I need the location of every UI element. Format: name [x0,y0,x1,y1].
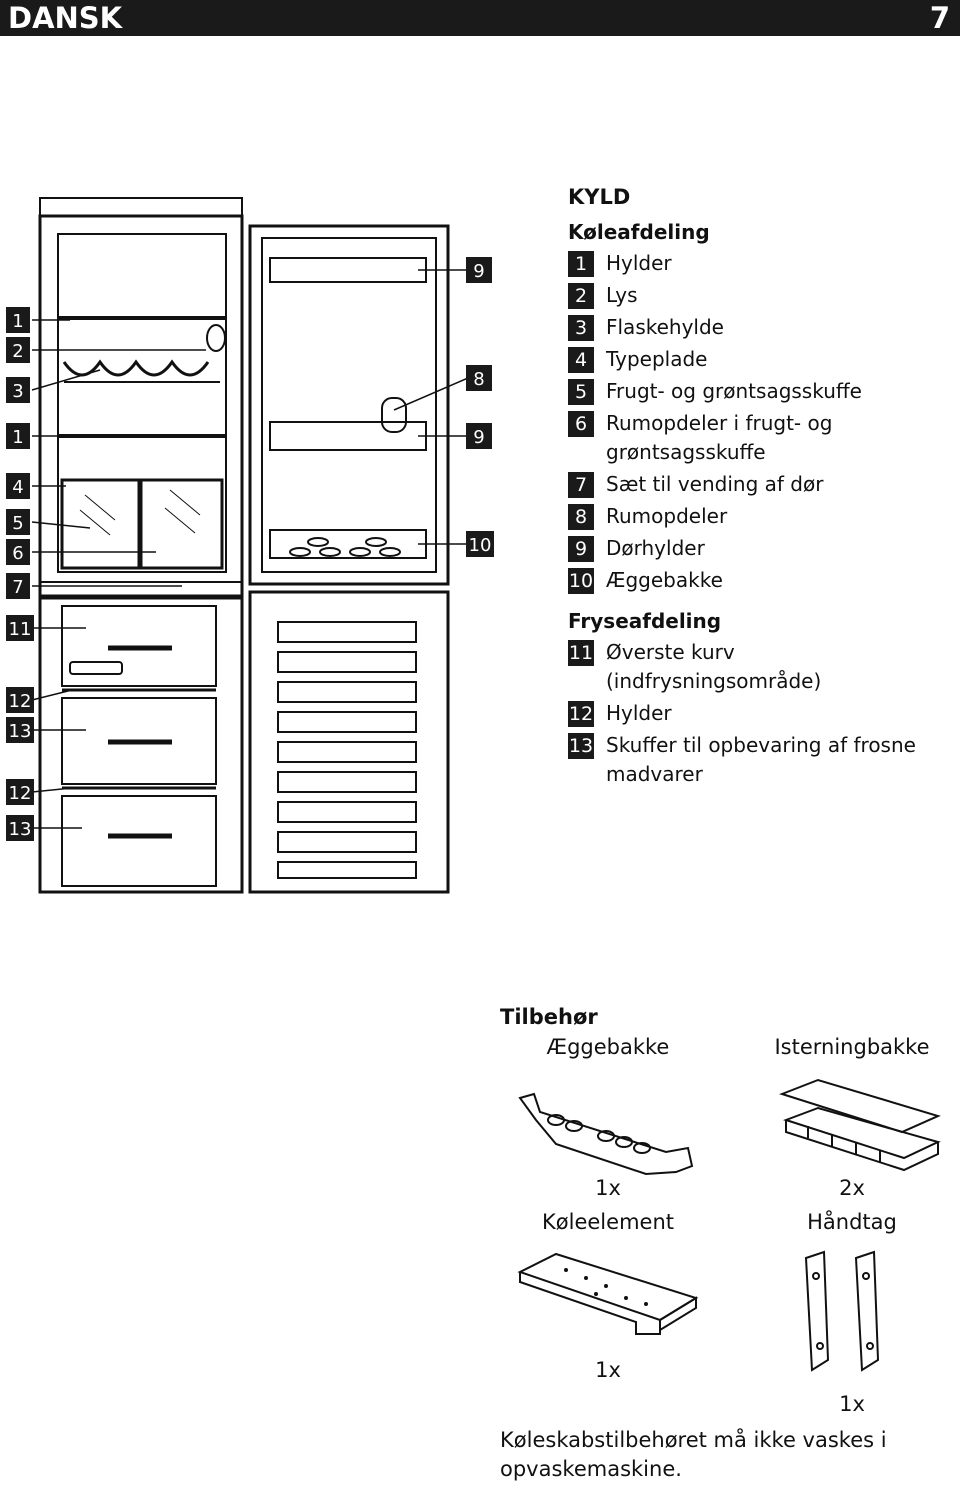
callout-6: 6 [12,543,23,564]
legend-title: KYLD [568,185,631,209]
egg-tray-label: Æggebakke [546,1035,670,1059]
legend-number-badge: 4 [568,347,594,373]
cooling-element-qty: 1x [595,1358,621,1382]
legend-item-text: Dørhylder [606,536,705,560]
handle-qty: 1x [839,1392,865,1416]
left-callouts [6,307,34,841]
fridge-interior [57,233,227,573]
legend-item: 11 Øverste kurv (indfrysningsområde) [568,638,948,696]
light-icon [206,324,226,352]
callout-4: 4 [12,477,23,498]
freezer-door [248,590,450,894]
rating-plate [69,661,123,675]
callout-7: 7 [12,577,23,598]
egg-tray-door [269,529,427,559]
legend-item-text: Lys [606,283,638,307]
legend-number-badge: 1 [568,251,594,277]
legend-item: 3 Flaskehylde [568,313,948,342]
callout-9a: 9 [473,261,484,282]
legend-item: 9 Dørhylder [568,534,948,563]
legend-number-badge: 3 [568,315,594,341]
legend-item-text: Æggebakke [606,568,723,592]
door-shelf-top [269,257,427,283]
callout-13b: 13 [9,819,32,840]
cabinet-top [39,197,243,217]
washing-note: Køleskabstilbehøret må ikke vaskes i opv… [500,1428,887,1481]
handle-icon [804,1250,880,1372]
fridge-items: 1 Hylder 2 Lys 3 Flaskehylde 4 Typeplade 5 Frugt-… [568,249,948,595]
bottle-rack [62,359,210,377]
callout-10: 10 [469,535,492,556]
freezer-drawer-1 [61,697,217,785]
ice-tray-label: Isterningbakke [774,1035,930,1059]
legend-number-badge: 9 [568,536,594,562]
legend-item: 7 Sæt til vending af dør [568,470,948,499]
cooling-element-icon [517,1252,699,1335]
legend-item-text: Hylder [606,701,672,725]
legend-item: 4 Typeplade [568,345,948,374]
fridge-door [248,224,450,586]
page-header [0,0,960,36]
language-label: DANSK [8,1,123,35]
legend-item-text: Rumopdeler i frugt- og grøntsagsskuffe [606,411,833,464]
legend-item-text: Skuffer til opbevaring af frosne madvare… [606,733,916,786]
callout-1a: 1 [12,311,23,332]
legend-item: 5 Frugt- og grøntsagsskuffe [568,377,948,406]
callout-13a: 13 [9,721,32,742]
legend-item: 12 Hylder [568,699,948,728]
legend-number-badge: 11 [568,640,594,666]
freezer-section-title: Fryseafdeling [568,609,722,633]
legend-item-text: Frugt- og grøntsagsskuffe [606,379,862,403]
freezer-basket [61,605,217,687]
legend-item-text: Flaskehylde [606,315,724,339]
legend-item-text: Sæt til vending af dør [606,472,824,496]
legend-item-text: Hylder [606,251,672,275]
fridge-cabinet [38,214,244,598]
egg-tray-icon [518,1092,694,1176]
legend-item: 2 Lys [568,281,948,310]
fridge-section-title: Køleafdeling [568,220,710,244]
callout-5: 5 [12,513,23,534]
legend-item-text: Typeplade [606,347,708,371]
egg-tray-qty: 1x [595,1176,621,1200]
legend-item-text: Rumopdeler [606,504,728,528]
callout-8: 8 [473,369,484,390]
ice-tray-qty: 2x [839,1176,865,1200]
legend-number-badge: 12 [568,701,594,727]
callout-2: 2 [12,341,23,362]
callout-3: 3 [12,381,23,402]
handle-label: Håndtag [807,1210,897,1234]
page-number: 7 [929,1,950,35]
legend-number-badge: 6 [568,411,594,437]
legend-number-badge: 2 [568,283,594,309]
callout-9b: 9 [473,427,484,448]
door-divider [381,397,407,433]
door-shelf-middle [269,421,427,451]
legend-number-badge: 10 [568,568,594,594]
callout-11: 11 [9,619,32,640]
legend-item: 13 Skuffer til opbevaring af frosne madva… [568,731,948,789]
callout-12b: 12 [9,783,32,804]
callout-1b: 1 [12,427,23,448]
legend-item: 1 Hylder [568,249,948,278]
legend-number-badge: 7 [568,472,594,498]
freezer-drawer-2 [61,795,217,887]
legend-item: 10 Æggebakke [568,566,948,595]
cooling-element-label: Køleelement [542,1210,674,1234]
legend-item-text: Øverste kurv (indfrysningsområde) [606,640,822,693]
legend-item: 6 Rumopdeler i frugt- og grøntsagsskuffe [568,409,948,467]
fridge-diagram: 1 2 3 1 4 5 6 7 11 12 13 12 13 9 8 9 10 [6,197,494,894]
ice-tray-icon [778,1078,941,1172]
legend-item: 8 Rumopdeler [568,502,948,531]
legend-number-badge: 8 [568,504,594,530]
freezer-cabinet [38,596,244,894]
accessories-title: Tilbehør [500,1005,598,1029]
freezer-items: 11 Øverste kurv (indfrysningsområde) 12 Hyl… [568,638,948,789]
legend-number-badge: 13 [568,733,594,759]
legend-number-badge: 5 [568,379,594,405]
callout-12a: 12 [9,691,32,712]
